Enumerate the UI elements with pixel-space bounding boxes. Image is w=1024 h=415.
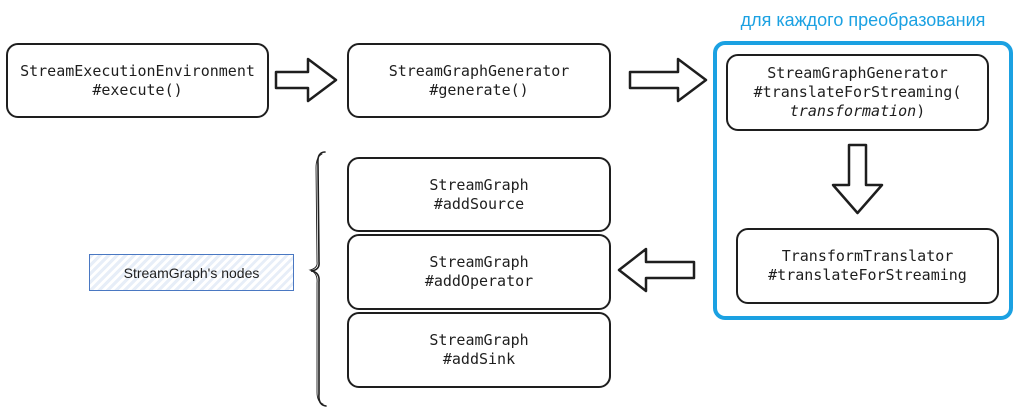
nodes-label: StreamGraph's nodes bbox=[89, 254, 294, 291]
box-line: #addOperator bbox=[424, 272, 534, 290]
box-graph-generator-generate[interactable]: StreamGraphGenerator #generate() bbox=[347, 43, 611, 118]
box-line: #addSource bbox=[433, 194, 525, 213]
arrow-right-2 bbox=[628, 57, 708, 103]
box-line: #generate() bbox=[429, 80, 529, 99]
box-line: transformation) bbox=[790, 102, 925, 121]
box-add-source[interactable]: StreamGraph #addSource bbox=[347, 157, 611, 232]
group-title: для каждого преобразования bbox=[740, 10, 986, 30]
nodes-label-text: StreamGraph's nodes bbox=[123, 264, 260, 281]
box-line: #translateForStreaming bbox=[768, 266, 967, 284]
box-line: StreamGraph bbox=[429, 253, 529, 271]
box-line: #translateForStreaming( bbox=[753, 83, 962, 101]
box-line: StreamGraphGenerator bbox=[767, 64, 948, 82]
box-transform-translator[interactable]: TransformTranslator #translateForStreami… bbox=[736, 228, 999, 304]
box-line: #addSink bbox=[442, 350, 516, 368]
per-transformation-group bbox=[713, 41, 1013, 320]
arrow-down bbox=[831, 143, 884, 215]
param-name: transformation bbox=[789, 102, 917, 120]
arrow-left bbox=[617, 247, 696, 293]
curly-brace bbox=[310, 151, 327, 407]
box-execution-environment-execute[interactable]: StreamExecutionEnvironment #execute() bbox=[6, 43, 269, 118]
box-line: TransformTranslator bbox=[781, 247, 954, 265]
box-add-operator[interactable]: StreamGraph #addOperator bbox=[347, 234, 611, 310]
box-line: StreamGraphGenerator bbox=[388, 61, 570, 80]
curly-brace-sketch bbox=[308, 153, 324, 405]
box-line: #execute() bbox=[92, 80, 183, 99]
paren: ) bbox=[916, 102, 926, 120]
arrow-right-1 bbox=[274, 57, 338, 103]
box-line: StreamGraph bbox=[429, 331, 529, 349]
box-translate-for-streaming[interactable]: StreamGraphGenerator #translateForStream… bbox=[726, 54, 989, 131]
box-line: StreamExecutionEnvironment bbox=[20, 61, 255, 80]
box-line: StreamGraph bbox=[429, 175, 529, 194]
box-add-sink[interactable]: StreamGraph #addSink bbox=[347, 312, 611, 388]
